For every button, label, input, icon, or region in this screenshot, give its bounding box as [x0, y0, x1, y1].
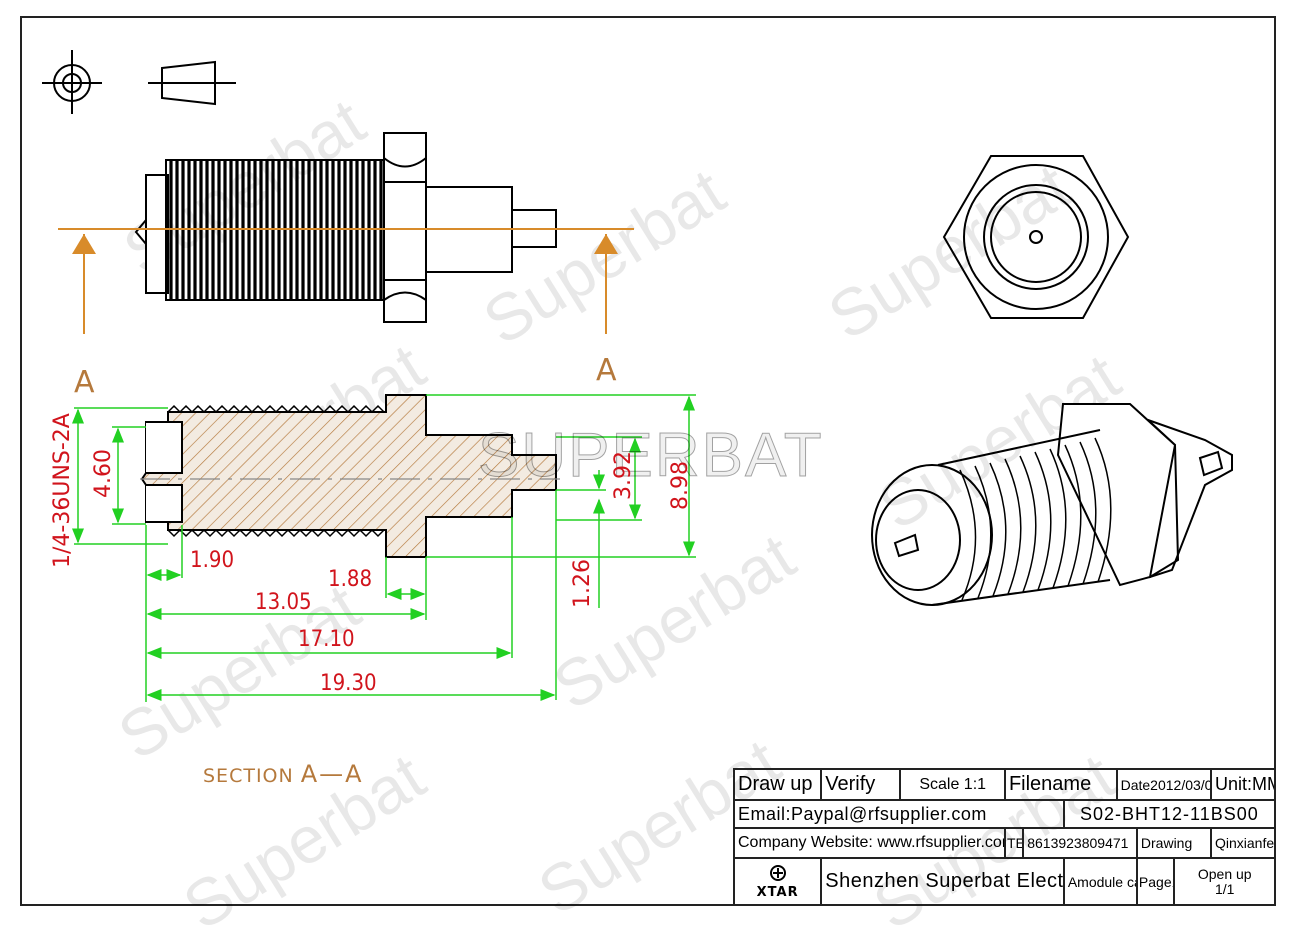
- section-title-prefix: SECTION: [203, 765, 294, 787]
- dimension-lines: [72, 394, 696, 702]
- company-name: Shenzhen Superbat Electronics Co.,Ltd: [820, 857, 1065, 906]
- dim-1-26: 1.26: [570, 559, 595, 608]
- product-name: Amodule cable: [1062, 857, 1138, 906]
- drawing-label: Drawing: [1135, 826, 1213, 860]
- section-marker-right: A: [596, 353, 617, 388]
- dim-8-98: 8.98: [668, 461, 693, 510]
- drawing-sheet: Superbat Superbat Superbat Superbat Supe…: [20, 16, 1277, 944]
- title-block: Draw up Verify Scale 1:1 Filename Date20…: [732, 767, 1277, 906]
- drawing-frame: [20, 16, 1276, 906]
- section-title: SECTION A—A: [203, 760, 364, 788]
- open-up-cell: Open up 1/1: [1173, 857, 1276, 906]
- section-marker-left: A: [74, 365, 95, 400]
- section-title-label: A—A: [300, 760, 364, 788]
- connector-isometric-view: [871, 403, 1233, 606]
- part-number: S02-BHT12-11BS00: [1062, 799, 1277, 829]
- drawer-name: Qinxianfeng: [1210, 826, 1276, 860]
- dim-13-05: 13.05: [255, 590, 312, 615]
- open-up-label: Open up: [1197, 865, 1252, 882]
- connector-end-view: [942, 155, 1130, 319]
- dim-thread: 1/4-36UNS-2A: [50, 413, 75, 568]
- open-up-value: 1/1: [1214, 880, 1235, 897]
- projection-symbol-icon: [42, 50, 236, 114]
- brand-logo: XTAR: [732, 857, 823, 906]
- connector-side-view: [134, 132, 557, 323]
- verify-label: Verify: [820, 767, 902, 802]
- scale-label: Scale 1:1: [899, 767, 1006, 802]
- filename-label: Filename: [1003, 767, 1118, 802]
- draw-up-label: Draw up: [732, 767, 823, 802]
- section-view: [140, 394, 560, 558]
- website-field: Company Website: www.rfsupplier.com: [733, 826, 1006, 860]
- brand-name: XTAR: [756, 884, 799, 900]
- xtar-logo-icon: [769, 864, 786, 881]
- unit-label: Unit:MM: [1210, 767, 1276, 802]
- tel-label: TEL: [1003, 826, 1025, 860]
- date-label: Date2012/03/04: [1115, 767, 1213, 802]
- page-label: Page1: [1135, 857, 1176, 906]
- email-field: Email:Paypal@rfsupplier.com: [733, 799, 1065, 829]
- dim-19-30: 19.30: [320, 671, 377, 696]
- dim-17-10: 17.10: [298, 627, 355, 652]
- dim-4-60: 4.60: [91, 449, 116, 498]
- drawing-canvas: [42, 50, 1233, 702]
- watermark-banner: SUPERBAT: [478, 421, 824, 491]
- dim-3-92: 3.92: [611, 451, 636, 500]
- tel-value: 8613923809471: [1022, 826, 1138, 860]
- dim-1-90: 1.90: [190, 548, 235, 573]
- dim-1-88: 1.88: [328, 567, 373, 592]
